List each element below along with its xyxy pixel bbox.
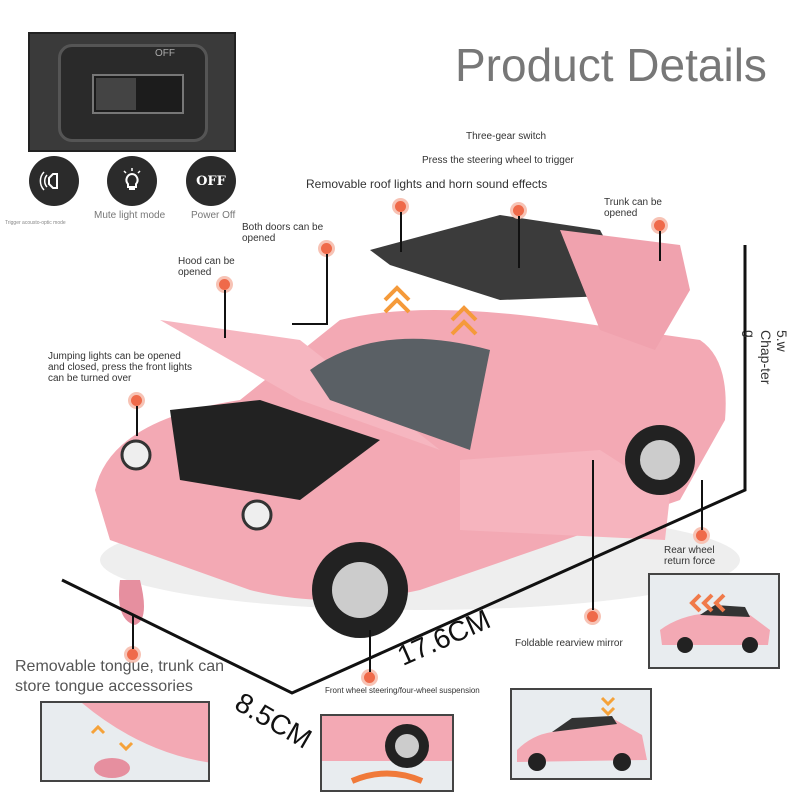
callout-trunk: Trunk can be opened — [604, 197, 662, 219]
hood-dot — [219, 279, 230, 290]
switch-photo: OFF — [28, 32, 236, 152]
callout-tongue: Removable tongue, trunk can store tongue… — [15, 658, 225, 695]
callout-steering: Press the steering wheel to trigger — [422, 155, 574, 166]
mode-label-acousto: Trigger acousto-optic mode — [5, 220, 66, 226]
callout-jumping-lights: Jumping lights can be opened and closed,… — [48, 351, 192, 384]
page-title: Product Details — [455, 39, 767, 91]
callout-doors: Both doors can be opened — [242, 222, 324, 244]
trunk-dot — [654, 220, 665, 231]
off-icon: OFF — [186, 156, 236, 206]
lights-dot — [131, 395, 142, 406]
mirror-dot — [587, 611, 598, 622]
roof-dot-2 — [513, 205, 524, 216]
front-wheel-dot — [364, 672, 375, 683]
callout-mirror: Foldable rearview mirror — [515, 638, 623, 649]
doors-dot — [321, 243, 332, 254]
mode-label-mute: Mute light mode — [94, 210, 166, 221]
inset-tongue — [40, 701, 210, 782]
tongue-dot — [127, 649, 138, 660]
speaker-icon — [29, 156, 79, 206]
mode-label-power-off: Power Off — [191, 210, 236, 221]
callout-front-wheel: Front wheel steering/four-wheel suspensi… — [325, 686, 480, 695]
lightbulb-icon — [107, 156, 157, 206]
inset-suspension — [510, 688, 652, 780]
inset-front-wheel — [320, 714, 454, 792]
dimension-height: 5.w Chap-ter g — [742, 330, 790, 385]
callout-hood: Hood can be opened — [178, 256, 235, 278]
rear-wheel-dot — [696, 530, 707, 541]
callout-rear-wheel: Rear wheel return force — [664, 545, 716, 567]
callout-roof: Removable roof lights and horn sound eff… — [306, 177, 548, 191]
inset-rear-wheel — [648, 573, 780, 669]
roof-dot — [395, 201, 406, 212]
callout-three-gear: Three-gear switch — [466, 131, 547, 142]
switch-off-label: OFF — [155, 48, 175, 59]
